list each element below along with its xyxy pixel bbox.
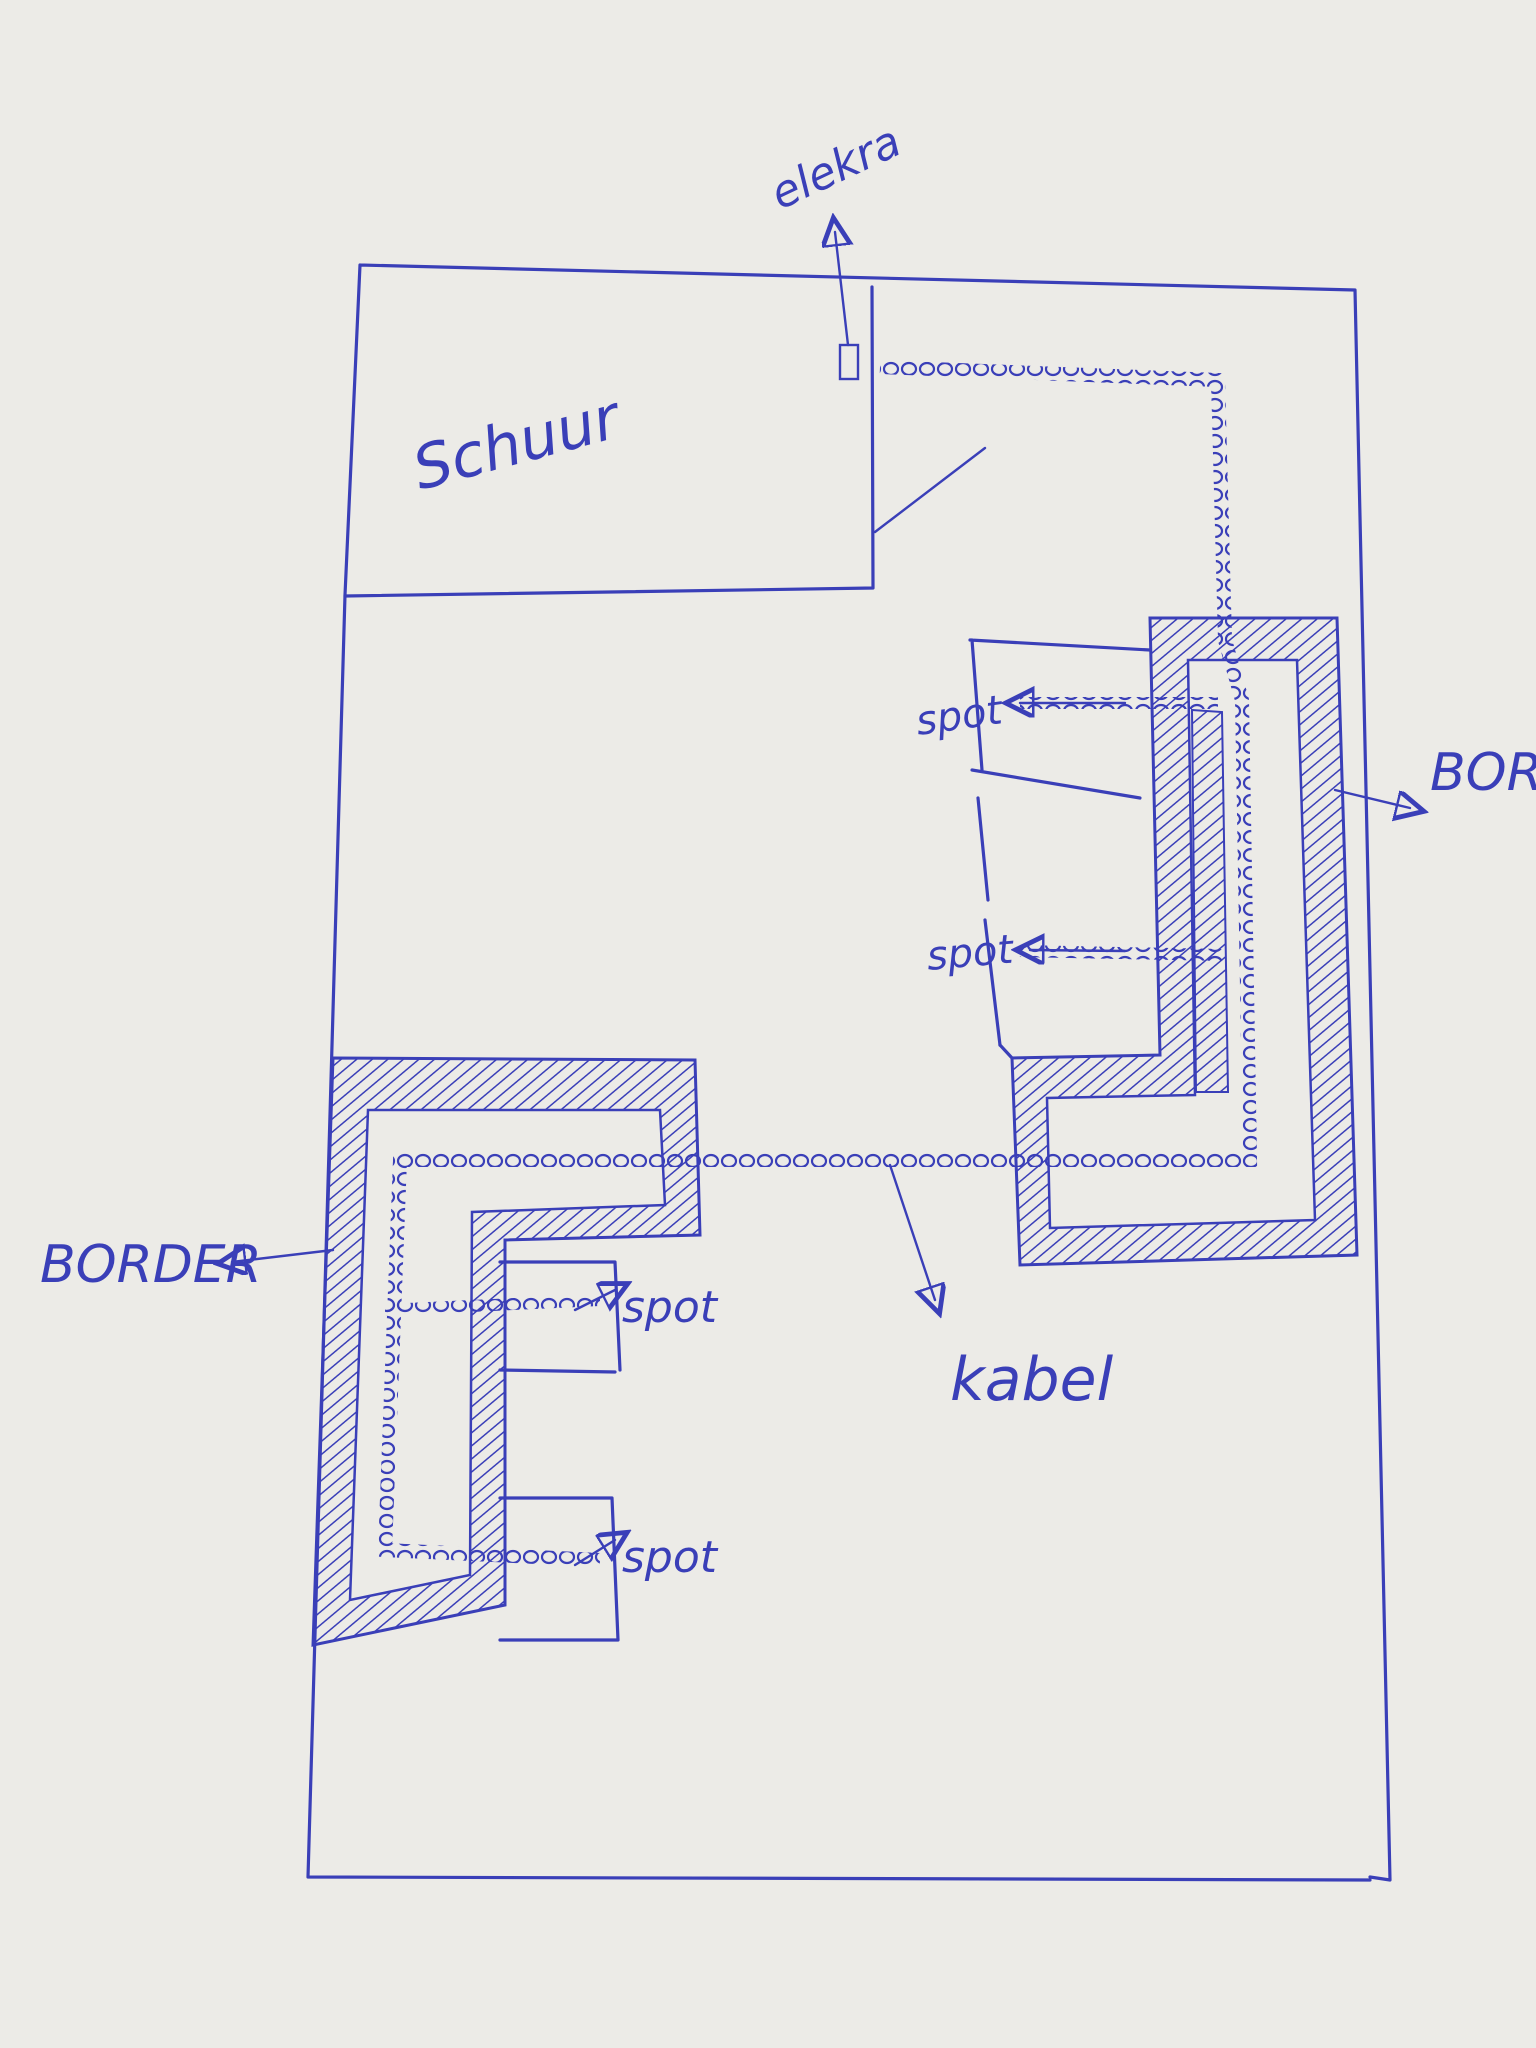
spot-arrow-2 (1030, 950, 1127, 951)
shed (343, 285, 987, 598)
shed-label: Schuur (406, 382, 630, 505)
spot-label-2: spot (925, 926, 1016, 979)
power-source (835, 232, 860, 381)
border-right (1010, 616, 1359, 1267)
border-left-label: BORDER (40, 1235, 262, 1295)
right-beds (968, 638, 1152, 1060)
spot-arrow-3 (573, 1290, 615, 1310)
spot-label-3: spot (622, 1282, 719, 1333)
cable-label: kabel (950, 1345, 1114, 1415)
power-label: elekra (763, 116, 909, 220)
border-left-arrow (232, 1250, 335, 1262)
left-beds (498, 1260, 622, 1642)
cable (377, 360, 1258, 1567)
border-left (311, 1056, 702, 1647)
spot-label-4: spot (622, 1532, 719, 1583)
cable-arrow (888, 1163, 935, 1300)
spot-label-1: spot (913, 687, 1006, 745)
border-right-arrow (1333, 788, 1410, 808)
border-right-label: BOR (1430, 743, 1536, 803)
spot-arrow-4 (573, 1540, 615, 1567)
